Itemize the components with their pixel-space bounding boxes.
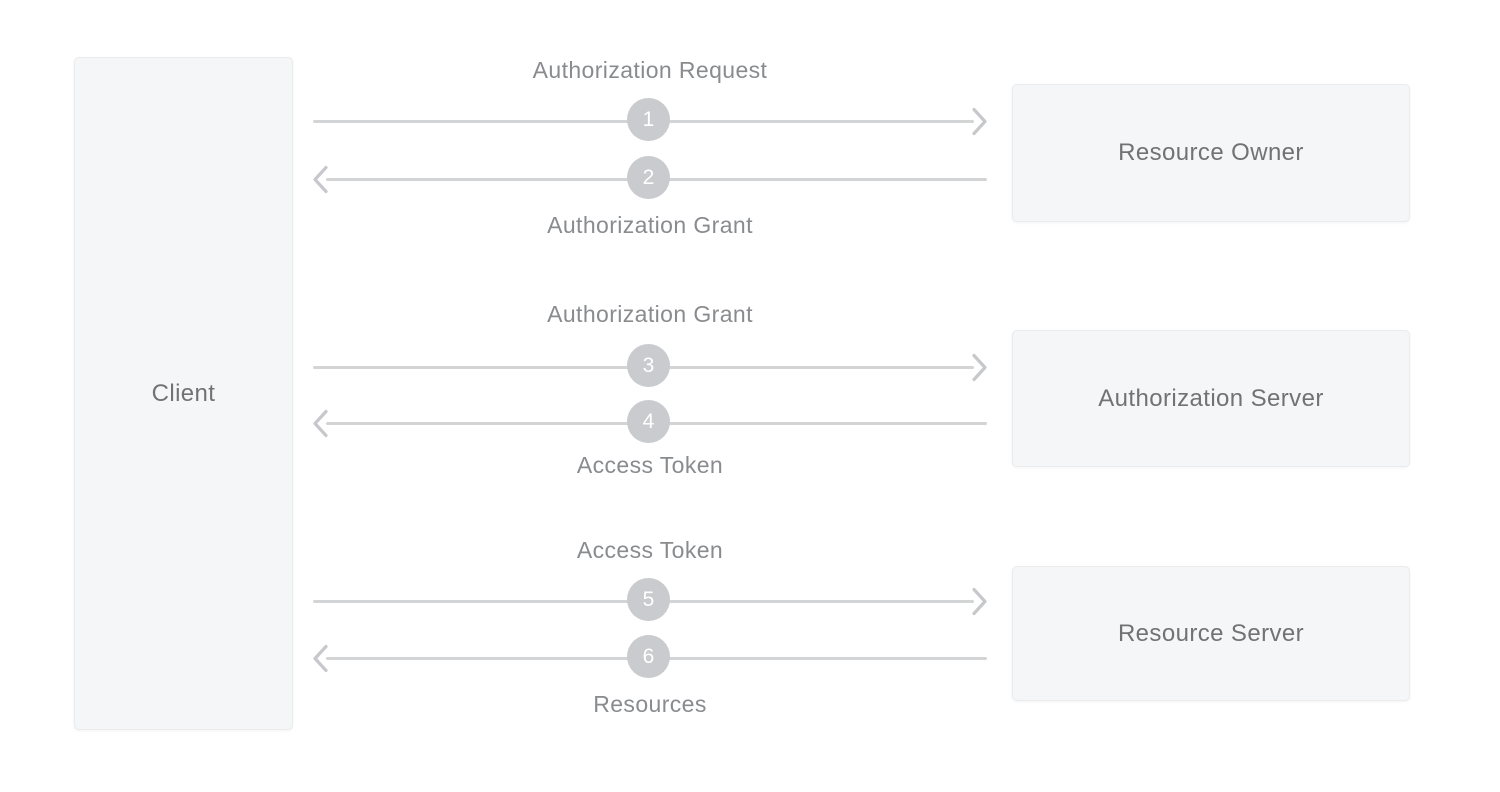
- arrowhead-right-icon: [972, 353, 987, 382]
- step-4-badge: 4: [627, 400, 670, 443]
- arrowhead-left-icon: [313, 165, 328, 194]
- entity-label: Resource Server: [1117, 619, 1305, 647]
- step-6-arrow: 6: [313, 635, 987, 680]
- step-2-arrow: 2: [313, 156, 987, 201]
- step-2-badge: 2: [627, 156, 670, 199]
- resource-server-box: Resource Server: [1012, 566, 1410, 701]
- client-label: Client: [151, 379, 216, 407]
- step-number: 4: [642, 409, 655, 433]
- step-1-badge: 1: [627, 98, 670, 141]
- step-5-arrow: 5: [313, 578, 987, 623]
- step-1-arrow: 1: [313, 98, 987, 143]
- arrowhead-left-icon: [313, 409, 328, 438]
- entity-label: Resource Owner: [1118, 139, 1304, 166]
- arrowhead-right-icon: [972, 107, 987, 136]
- step-2-label: Authorization Grant: [547, 212, 753, 238]
- step-number: 6: [642, 644, 655, 668]
- step-5-label: Access Token: [576, 537, 724, 563]
- step-number: 3: [642, 353, 655, 377]
- arrowhead-left-icon: [313, 644, 328, 673]
- arrowhead-right-icon: [972, 587, 987, 616]
- step-number: 5: [642, 587, 655, 611]
- resource-owner-box: Resource Owner: [1012, 84, 1410, 222]
- step-number: 2: [642, 165, 655, 189]
- entity-label: Authorization Server: [1098, 384, 1324, 412]
- step-3-label: Authorization Grant: [547, 301, 753, 327]
- step-6-badge: 6: [627, 635, 670, 678]
- step-3-badge: 3: [627, 344, 670, 387]
- client-box: Client: [74, 57, 293, 730]
- step-number: 1: [642, 107, 655, 131]
- step-4-label: Access Token: [576, 452, 724, 478]
- step-3-arrow: 3: [313, 344, 987, 389]
- step-1-label: Authorization Request: [532, 57, 768, 83]
- step-4-arrow: 4: [313, 400, 987, 445]
- step-6-label: Resources: [593, 691, 707, 717]
- authorization-server-box: Authorization Server: [1012, 330, 1410, 467]
- step-5-badge: 5: [627, 578, 670, 621]
